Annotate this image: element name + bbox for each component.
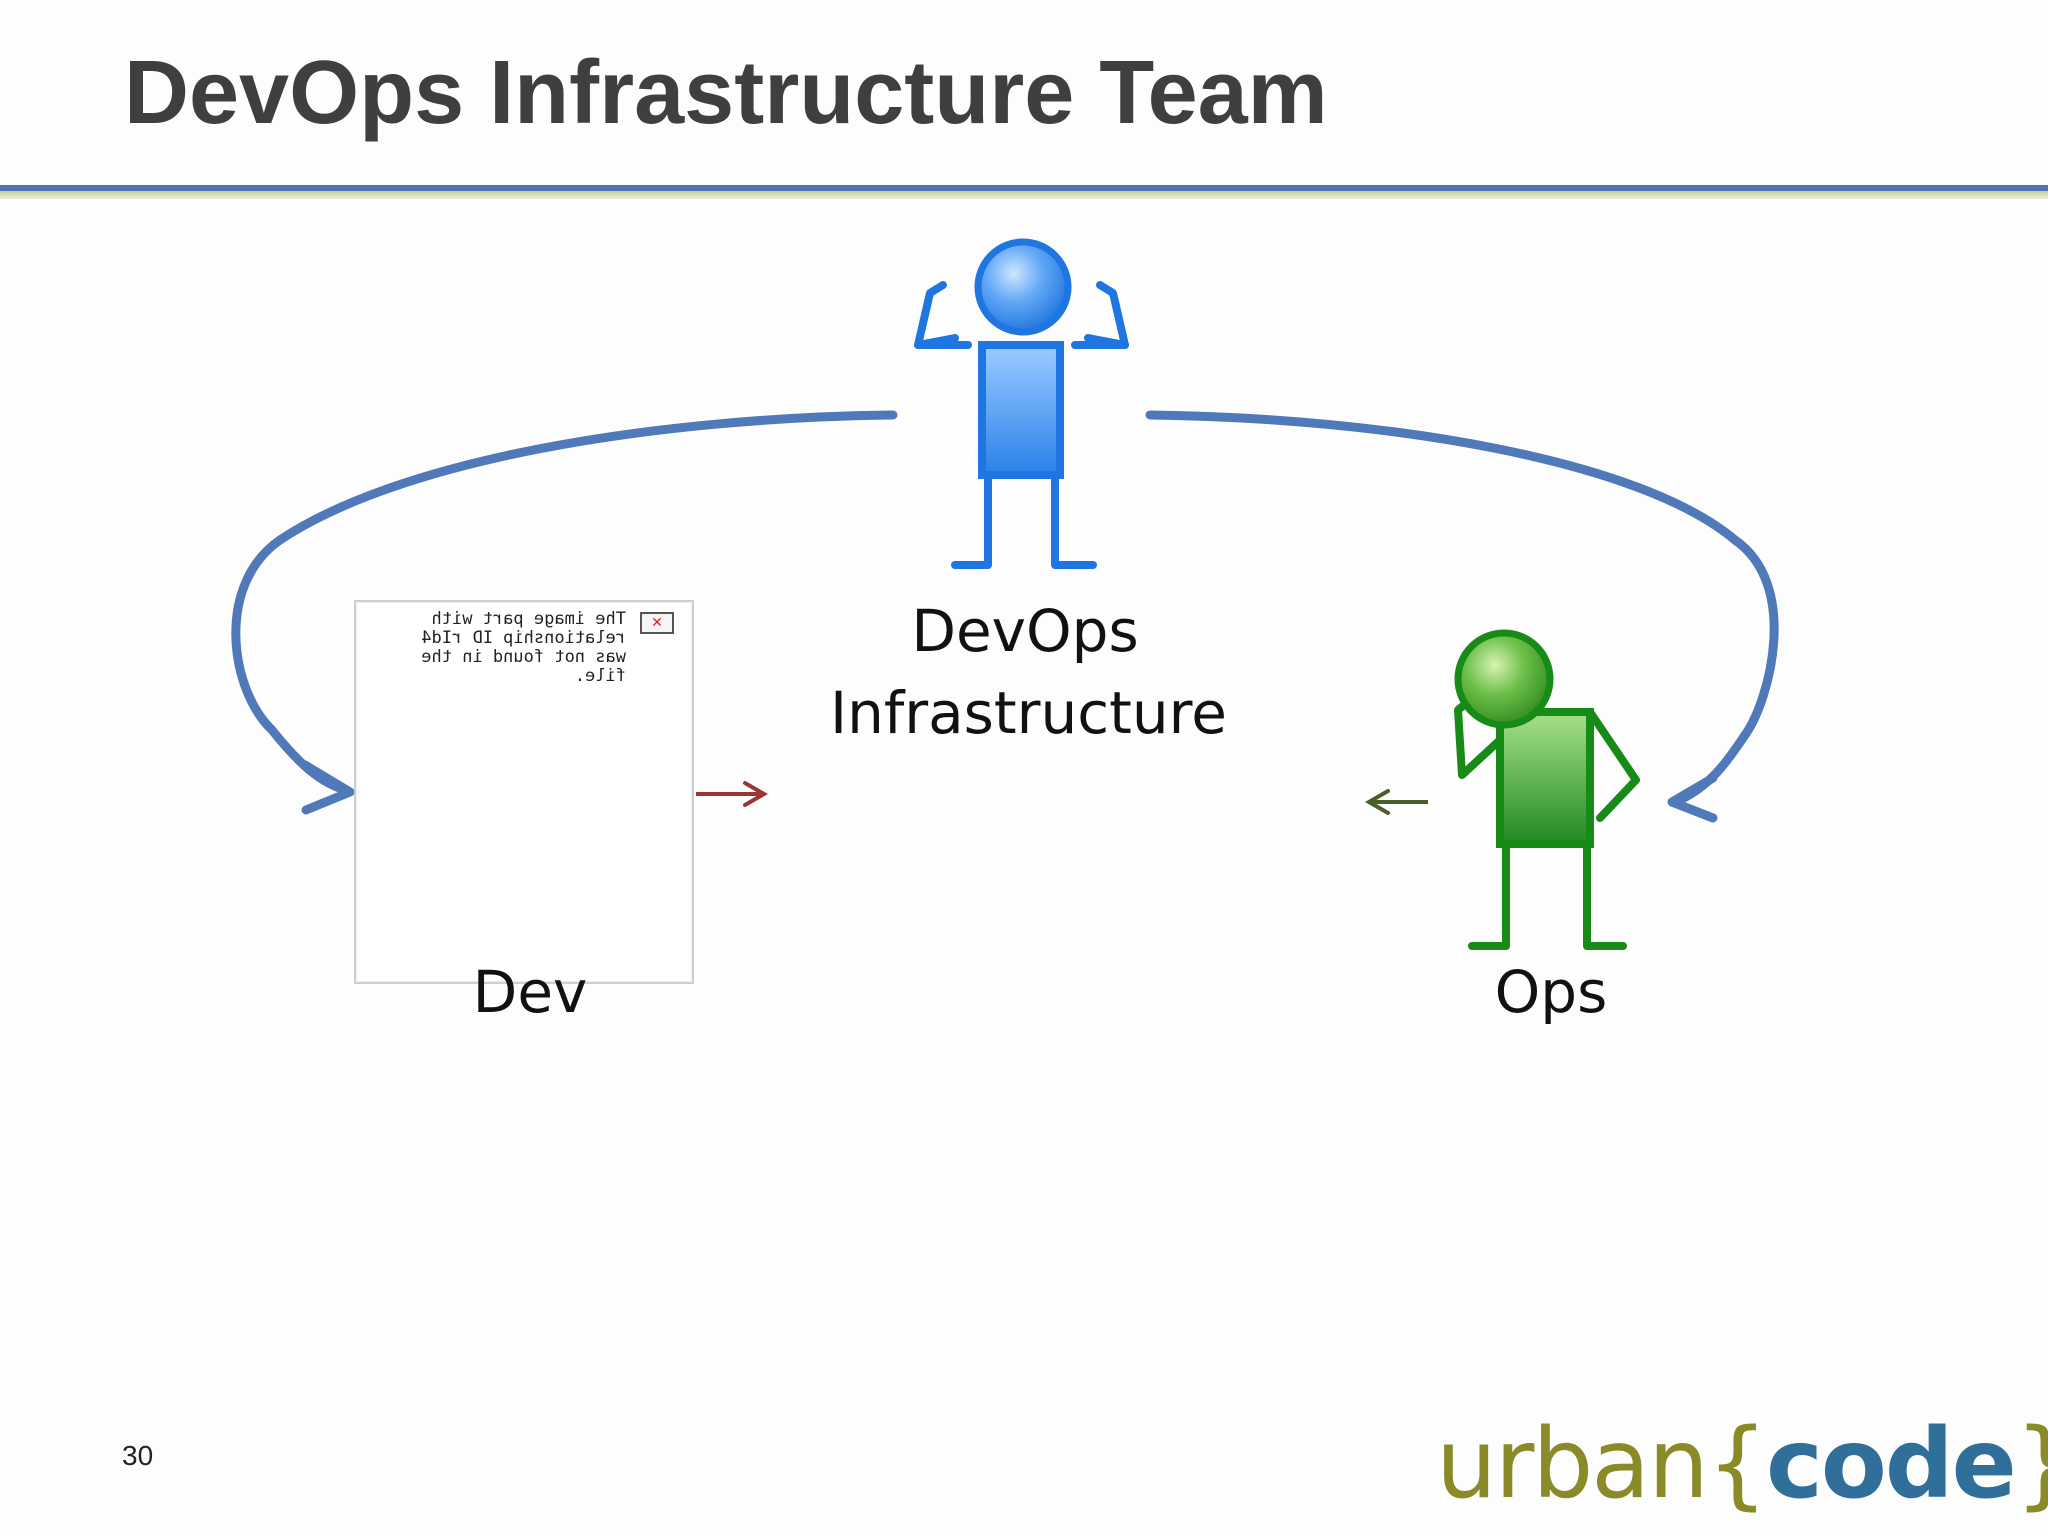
dev-small-arrow: [696, 781, 768, 807]
dev-label: Dev: [472, 958, 588, 1026]
devops-label-line1: DevOps: [911, 597, 1139, 665]
devops-label: DevOps Infrastructure: [830, 590, 1227, 754]
logo-code: code: [1766, 1408, 2017, 1520]
arc-to-dev: [231, 410, 898, 815]
ops-label: Ops: [1494, 958, 1608, 1026]
devops-figure-icon: [914, 238, 1129, 569]
page-number: 30: [122, 1440, 154, 1471]
title-divider-blue: [0, 185, 2048, 191]
logo-close-brace: }: [2015, 1408, 2048, 1520]
title-divider-olive: [0, 191, 2048, 199]
devops-label-line2: Infrastructure: [830, 679, 1227, 747]
broken-image-message: The image part with relationship ID rId4…: [421, 609, 626, 686]
arc-to-ops: [1145, 410, 1779, 823]
ops-small-arrow: [1365, 789, 1428, 815]
urbancode-logo: urban{code}: [1436, 1404, 2048, 1524]
dev-broken-image-placeholder: The image part with relationship ID rId4…: [354, 600, 694, 984]
logo-urban: urban: [1436, 1408, 1709, 1520]
slide-title: DevOps Infrastructure Team: [124, 43, 1328, 143]
ops-figure-icon: [1454, 629, 1640, 950]
logo-open-brace: {: [1706, 1408, 1768, 1520]
broken-image-icon: ✕: [640, 612, 674, 634]
